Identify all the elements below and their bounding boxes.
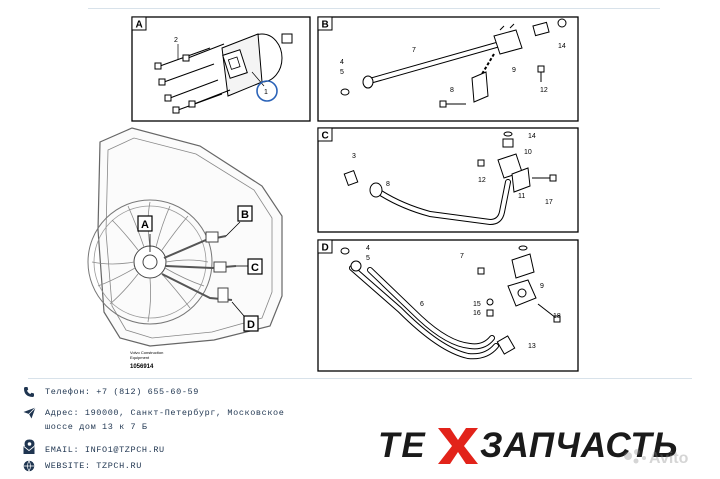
fan-marker-b: B	[237, 205, 253, 222]
panel-c-letter: C	[322, 131, 329, 142]
email-text[interactable]: EMAIL: INFO1@TZPCH.RU	[45, 445, 165, 455]
panel-a-callout-2: 2	[174, 37, 178, 44]
panel-d-callout-18: 18	[553, 313, 561, 320]
panel-c-callout-11: 11	[518, 193, 525, 200]
avito-watermark: Avito	[624, 449, 689, 467]
panel-b: B 7 4 5 8 9 12 14	[317, 16, 579, 122]
phone-text: Телефон: +7 (812) 655-60-59	[45, 387, 199, 397]
email-row: EMAIL: INFO1@TZPCH.RU	[22, 443, 165, 457]
panel-b-callout-7: 7	[412, 47, 416, 54]
panel-d-callout-5: 5	[366, 255, 370, 262]
figure-number: 1056914	[130, 364, 154, 370]
panel-b-letter: B	[322, 20, 329, 31]
parts-diagram: A 2 1 B	[87, 16, 579, 372]
fan-marker-c: C	[247, 258, 263, 275]
panel-d-callout-15: 15	[473, 301, 481, 308]
panel-d-callout-16: 16	[473, 310, 481, 317]
footer-divider	[28, 378, 692, 379]
brand-text-part-2: ЗАПЧАСТЬ	[480, 426, 678, 465]
address-line-1: Адрес: 190000, Санкт-Петербург, Московск…	[45, 408, 285, 418]
panel-c-callout-10: 10	[524, 149, 532, 156]
panel-c-callout-14: 14	[528, 133, 536, 140]
svg-text:D: D	[247, 319, 255, 331]
panel-c-callout-17: 17	[545, 199, 553, 206]
panel-b-callout-5: 5	[340, 69, 344, 76]
panel-c-callout-3: 3	[352, 153, 356, 160]
address-row: Адрес: 190000, Санкт-Петербург, Московск…	[22, 406, 284, 420]
phone-row: Телефон: +7 (812) 655-60-59	[22, 385, 199, 399]
fan-marker-d: D	[243, 315, 259, 332]
panel-d: D 4 5 6 7 9 15 16 18 13	[317, 239, 579, 372]
top-divider	[88, 8, 660, 9]
panel-b-callout-4: 4	[340, 59, 344, 66]
fan-assembly	[87, 127, 283, 347]
panel-c: C 3 8 14 10 12 11 17	[317, 127, 579, 233]
panel-d-callout-7: 7	[460, 253, 464, 260]
fan-marker-a: A	[137, 215, 153, 232]
panel-d-letter: D	[322, 243, 329, 254]
svg-text:Avito: Avito	[649, 450, 689, 467]
highlight-ring	[256, 80, 278, 102]
brand-x-mark	[438, 428, 478, 464]
panel-a: A 2 1	[131, 16, 311, 122]
email-icon	[22, 443, 36, 457]
address-line-2: шоссе дом 13 к 7 Б	[45, 422, 148, 432]
panel-a-letter: A	[136, 20, 143, 31]
panel-b-callout-14: 14	[558, 43, 566, 50]
panel-b-callout-8: 8	[450, 87, 454, 94]
website-icon	[22, 459, 36, 473]
panel-c-callout-12: 12	[478, 177, 486, 184]
panel-c-callout-8: 8	[386, 181, 390, 188]
panel-d-callout-6: 6	[420, 301, 424, 308]
svg-text:A: A	[141, 219, 149, 231]
svg-text:C: C	[251, 262, 259, 274]
panel-d-callout-4: 4	[366, 245, 370, 252]
panel-b-callout-9: 9	[512, 67, 516, 74]
send-icon	[22, 406, 36, 420]
website-row: WEBSITE: TZPCH.RU	[22, 459, 142, 473]
panel-b-callout-12: 12	[540, 87, 548, 94]
panel-d-callout-13: 13	[528, 343, 536, 350]
website-text[interactable]: WEBSITE: TZPCH.RU	[45, 461, 142, 471]
caption-line-2: Equipment	[130, 355, 150, 360]
panel-d-callout-9: 9	[540, 283, 544, 290]
panel-a-callout-1: 1	[264, 89, 268, 96]
brand-logo: ТЕ ЗАПЧАСТЬ Avito	[378, 426, 689, 467]
brand-text-part-1: ТЕ	[378, 426, 427, 465]
phone-icon	[22, 385, 36, 399]
svg-text:B: B	[241, 209, 249, 221]
address-row-2: шоссе дом 13 к 7 Б	[45, 422, 148, 432]
caption-line-1: Volvo Construction	[130, 350, 163, 355]
